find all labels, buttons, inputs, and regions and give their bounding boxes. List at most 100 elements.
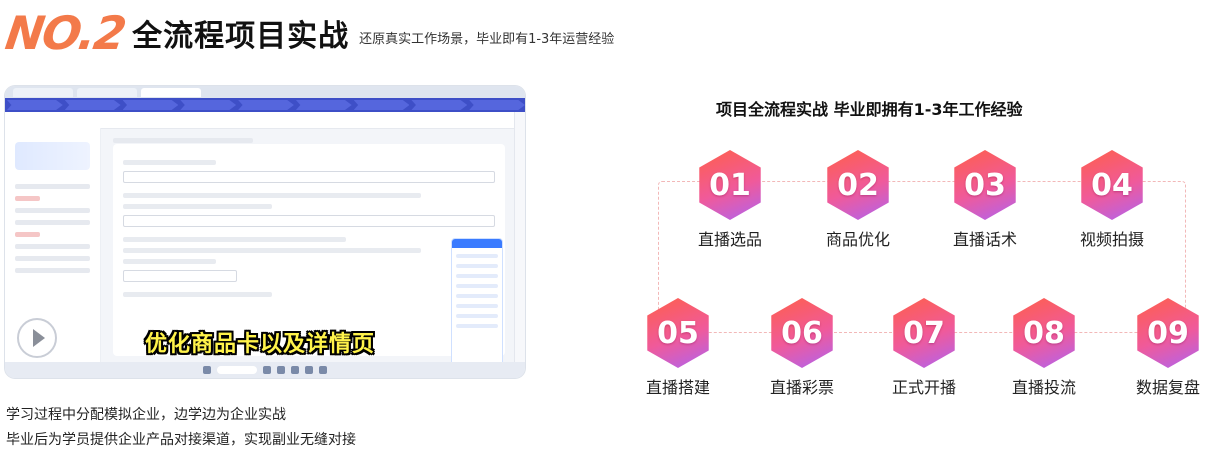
product-edit-form bbox=[113, 144, 505, 356]
step-number: 06 bbox=[781, 315, 823, 351]
assistant-item[interactable] bbox=[456, 304, 498, 308]
hexagon-badge: 09 bbox=[1137, 298, 1199, 368]
step-label: 数据复盘 bbox=[1135, 378, 1200, 397]
step-label: 视频拍摄 bbox=[1079, 230, 1144, 249]
nav-item[interactable] bbox=[15, 232, 40, 237]
assistant-item[interactable] bbox=[456, 294, 498, 298]
workflow-step bbox=[180, 100, 237, 110]
step-number: 05 bbox=[657, 315, 699, 351]
process-step: 09 数据复盘 bbox=[1128, 298, 1206, 398]
assistant-panel[interactable] bbox=[451, 238, 503, 370]
process-step: 01 直播选品 bbox=[690, 150, 770, 250]
taskbar-app-icon[interactable] bbox=[305, 366, 313, 374]
taskbar-app-icon[interactable] bbox=[277, 366, 285, 374]
play-icon[interactable] bbox=[17, 318, 57, 358]
section-title: 全流程项目实战 bbox=[132, 19, 350, 54]
form-label bbox=[123, 160, 216, 165]
assistant-header bbox=[452, 239, 502, 248]
process-step: 03 直播话术 bbox=[945, 150, 1025, 250]
section-number-badge: NO.2 bbox=[2, 6, 128, 60]
app-top-bar bbox=[5, 112, 525, 129]
process-step: 08 直播投流 bbox=[1004, 298, 1084, 398]
hexagon-badge: 01 bbox=[699, 150, 761, 220]
taskbar-app-icon[interactable] bbox=[263, 366, 271, 374]
section-header: NO.2 全流程项目实战 还原真实工作场景，毕业即有1-3年运营经验 bbox=[2, 6, 615, 60]
nav-promo-card[interactable] bbox=[15, 142, 90, 170]
video-subtitle: 优化商品卡以及详情页 bbox=[145, 332, 376, 357]
step-number: 07 bbox=[903, 315, 945, 351]
nav-item[interactable] bbox=[15, 244, 90, 249]
course-video-frame[interactable]: 优化商品卡以及详情页 bbox=[5, 86, 525, 378]
windows-start-icon[interactable] bbox=[203, 366, 211, 374]
workflow-step bbox=[411, 100, 468, 110]
step-label: 商品优化 bbox=[825, 230, 890, 249]
step-number: 09 bbox=[1147, 315, 1189, 351]
workflow-step bbox=[238, 100, 294, 110]
assistant-item[interactable] bbox=[456, 314, 498, 318]
hexagon-badge: 06 bbox=[771, 298, 833, 368]
hexagon-badge: 07 bbox=[893, 298, 955, 368]
browser-side-rail bbox=[514, 112, 525, 362]
browser-tab[interactable] bbox=[13, 87, 73, 97]
nav-item[interactable] bbox=[15, 208, 90, 213]
workflow-step bbox=[295, 100, 352, 110]
hexagon-badge: 08 bbox=[1013, 298, 1075, 368]
app-main bbox=[101, 128, 525, 370]
product-keyword-input[interactable] bbox=[123, 215, 495, 227]
form-label bbox=[123, 259, 216, 264]
app-left-nav bbox=[5, 128, 101, 362]
nav-item[interactable] bbox=[15, 220, 90, 225]
process-title: 项目全流程实战 毕业即拥有1-3年工作经验 bbox=[716, 100, 1023, 119]
hexagon-badge: 04 bbox=[1081, 150, 1143, 220]
section-subtitle: 还原真实工作场景，毕业即有1-3年运营经验 bbox=[359, 31, 615, 47]
step-number: 03 bbox=[964, 167, 1006, 203]
form-label bbox=[123, 204, 272, 209]
process-step: 07 正式开播 bbox=[884, 298, 964, 398]
workflow-step bbox=[122, 100, 179, 110]
form-hint bbox=[123, 292, 272, 297]
browser-tab-bar bbox=[5, 86, 525, 98]
taskbar-search[interactable] bbox=[217, 366, 257, 374]
step-label: 直播选品 bbox=[697, 230, 762, 249]
caption-line-2: 毕业后为学员提供企业产品对接渠道，实现副业无缝对接 bbox=[6, 432, 356, 448]
workflow-step bbox=[64, 100, 121, 110]
browser-tab[interactable] bbox=[141, 87, 201, 97]
os-taskbar bbox=[5, 362, 525, 378]
hexagon-badge: 02 bbox=[827, 150, 889, 220]
workflow-step bbox=[353, 100, 410, 110]
nav-item[interactable] bbox=[15, 184, 90, 189]
process-step: 05 直播搭建 bbox=[638, 298, 718, 398]
assistant-item[interactable] bbox=[456, 274, 498, 278]
hexagon-badge: 05 bbox=[647, 298, 709, 368]
step-label: 直播搭建 bbox=[645, 378, 710, 397]
assistant-item[interactable] bbox=[456, 284, 498, 288]
assistant-item[interactable] bbox=[456, 324, 498, 328]
assistant-item[interactable] bbox=[456, 264, 498, 268]
process-step: 04 视频拍摄 bbox=[1072, 150, 1152, 250]
assistant-item[interactable] bbox=[456, 254, 498, 258]
product-title-input[interactable] bbox=[123, 171, 495, 183]
step-label: 直播话术 bbox=[952, 230, 1017, 249]
workflow-step bbox=[7, 100, 63, 110]
app-body bbox=[5, 128, 525, 370]
caption-line-1: 学习过程中分配模拟企业，边学边为企业实战 bbox=[6, 407, 286, 423]
taskbar-app-icon[interactable] bbox=[319, 366, 327, 374]
hexagon-badge: 03 bbox=[954, 150, 1016, 220]
browser-tab[interactable] bbox=[77, 87, 137, 97]
breadcrumb bbox=[113, 138, 253, 143]
product-select-input[interactable] bbox=[123, 270, 237, 282]
workflow-step bbox=[469, 100, 525, 110]
nav-item[interactable] bbox=[15, 256, 90, 261]
step-label: 正式开播 bbox=[891, 378, 956, 397]
taskbar-app-icon[interactable] bbox=[291, 366, 299, 374]
step-label: 直播彩票 bbox=[769, 378, 834, 397]
form-hint bbox=[123, 237, 347, 242]
process-step: 06 直播彩票 bbox=[762, 298, 842, 398]
step-number: 01 bbox=[709, 167, 751, 203]
nav-item[interactable] bbox=[15, 196, 40, 201]
process-step: 02 商品优化 bbox=[818, 150, 898, 250]
form-hint bbox=[123, 193, 421, 198]
step-label: 直播投流 bbox=[1011, 378, 1076, 397]
workflow-step-bar bbox=[5, 98, 525, 112]
nav-item[interactable] bbox=[15, 268, 90, 273]
